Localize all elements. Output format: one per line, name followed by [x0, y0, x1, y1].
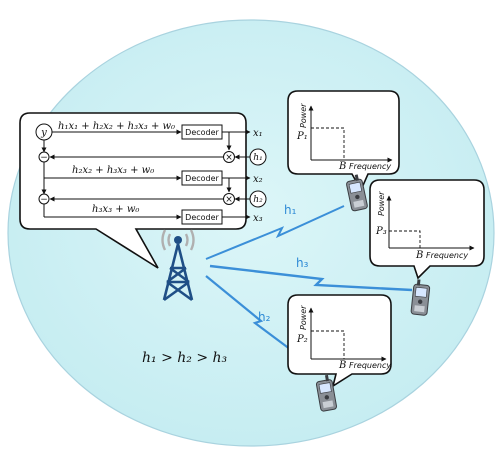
output-x3: x₃ [253, 213, 263, 224]
decoder-3-label: Decoder [185, 213, 219, 222]
sic-receiver-callout: y h₁x₁ + h₂x₂ + h₃x₃ + w₀ − Decoder x₁ ×… [19, 112, 267, 269]
link-h2: h₂ [205, 275, 315, 368]
mobile-phone-icon [410, 279, 431, 316]
channel-gain-relation: h₁ > h₂ > h₃ [142, 350, 228, 366]
decoder-2-label: Decoder [185, 174, 219, 183]
gain-h2-label: h₂ [253, 195, 263, 205]
link-h3-label: h₃ [296, 256, 309, 270]
plot-2-ylabel: Power [299, 305, 308, 330]
y-symbol: y [40, 128, 47, 139]
plot-1-xlabel: Frequency [349, 162, 391, 171]
plot-3-band: B [415, 250, 423, 261]
plot-1-level: P₁ [296, 131, 308, 142]
plot-3-ylabel: Power [377, 191, 386, 216]
power-plot-user-1: Power P₁ B Frequency [287, 90, 400, 192]
output-x1: x₁ [253, 128, 263, 139]
signal-row-2: h₂x₂ + h₃x₃ + w₀ [72, 165, 154, 176]
minus-1: − [40, 153, 48, 163]
signal-row-3: h₃x₃ + w₀ [92, 204, 139, 215]
times-2: × [225, 195, 233, 205]
plot-3-level: P₃ [375, 226, 387, 237]
cell-tower-icon [161, 229, 195, 302]
decoder-1-label: Decoder [185, 128, 219, 137]
link-h2-label: h₂ [258, 310, 271, 324]
plot-1-ylabel: Power [299, 103, 308, 128]
link-h1-label: h₁ [284, 203, 297, 217]
times-1: × [225, 153, 233, 163]
gain-h1-label: h₁ [253, 153, 262, 163]
minus-2: − [40, 195, 48, 205]
plot-2-level: P₂ [296, 334, 308, 345]
power-plot-user-3: Power P₃ B Frequency [369, 179, 485, 280]
link-h3: h₃ [209, 256, 413, 292]
plot-2-band: B [338, 360, 346, 371]
plot-1-band: B [338, 161, 346, 172]
link-h1: h₁ [205, 203, 345, 260]
signal-row-1: h₁x₁ + h₂x₂ + h₃x₃ + w₀ [58, 121, 175, 132]
mobile-phone-icon [315, 374, 337, 412]
mobile-phone-icon [346, 174, 368, 212]
plot-3-xlabel: Frequency [426, 251, 468, 260]
power-plot-user-2: Power P₂ B Frequency [287, 294, 392, 388]
output-x2: x₂ [253, 174, 263, 185]
plot-2-xlabel: Frequency [349, 361, 391, 370]
